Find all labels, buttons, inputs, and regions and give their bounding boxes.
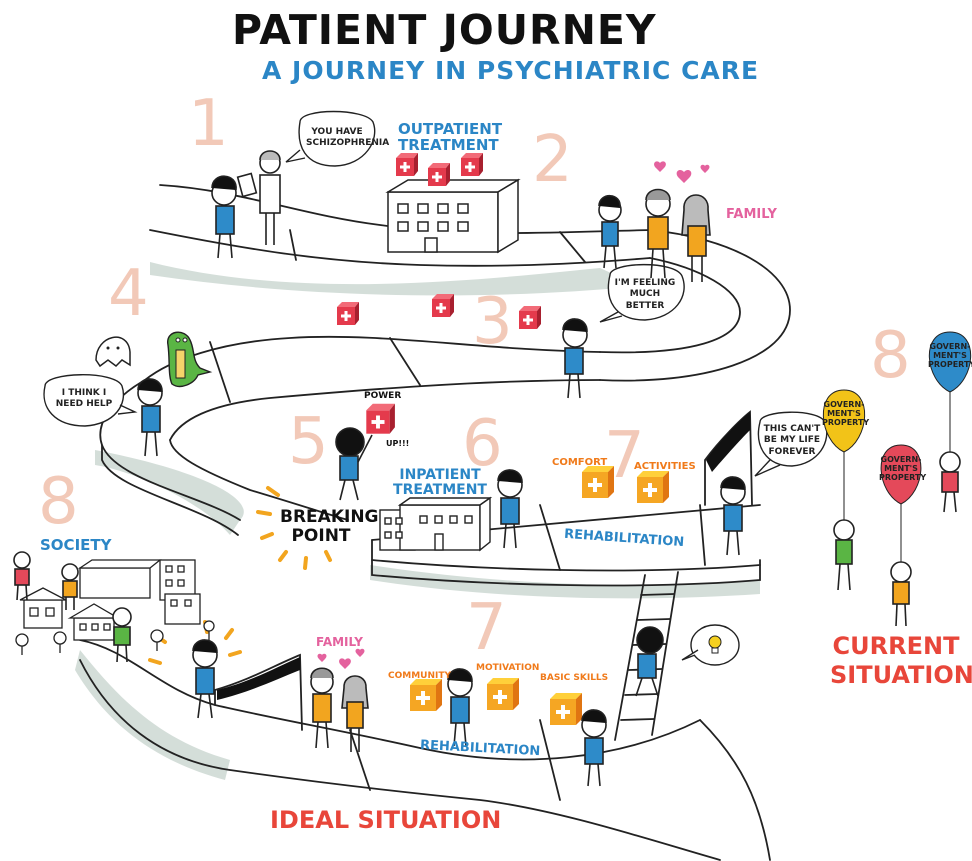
red-medkit-box — [432, 294, 454, 317]
heart-icon — [317, 161, 710, 669]
person-patient — [211, 175, 237, 259]
power-up-label: POWER — [364, 391, 402, 401]
step-number-7: 7 — [466, 591, 507, 665]
current-situation-label: CURRENT SITUATION — [830, 632, 972, 689]
breaking-point-label: BREAKING POINT — [280, 507, 379, 546]
person-villager — [112, 607, 132, 663]
person-patient-family — [598, 194, 622, 269]
person-patient — [497, 469, 523, 549]
family-label-bottom: FAMILY — [316, 635, 363, 649]
motivation-box — [487, 678, 519, 710]
step-number-2: 2 — [532, 123, 573, 197]
balloon-yellow-text: GOVERN-MENT'S PROPERTY — [822, 400, 870, 428]
bubble-help-text: I THINK I NEED HELP — [55, 388, 113, 410]
breaking-point-rays — [256, 486, 332, 570]
people — [13, 150, 961, 787]
balloons — [822, 331, 972, 565]
dinosaur-monster-icon — [167, 331, 213, 388]
basic-skills-box — [550, 693, 582, 725]
red-medkit-box — [519, 306, 541, 329]
balloon-blue-text: GOVERN-MENT'S PROPERTY — [928, 342, 972, 370]
person-father — [310, 667, 334, 749]
person-patient — [137, 378, 163, 457]
person-with-balloon — [833, 519, 855, 591]
person-climbing — [635, 626, 664, 697]
person-villager — [13, 551, 31, 601]
outpatient-label: OUTPATIENT TREATMENT — [398, 120, 503, 154]
person-mother — [681, 194, 711, 282]
community-label: COMMUNITY — [388, 671, 452, 681]
power-up-label-2: UP!!! — [386, 439, 410, 448]
community-box — [410, 679, 442, 711]
red-medkit-box — [461, 153, 483, 176]
page-title: PATIENT JOURNEY — [232, 6, 657, 54]
person-patient — [720, 476, 746, 556]
comfort-label: COMFORT — [552, 457, 608, 468]
step-number-7: 7 — [604, 419, 645, 493]
red-medkit-box — [337, 302, 359, 325]
red-medkit-box — [396, 153, 418, 176]
person-patient — [335, 427, 373, 501]
lightbulb-thought-bubble — [681, 624, 740, 666]
speech-bubble-forever — [754, 411, 828, 477]
page-subtitle: A JOURNEY IN PSYCHIATRIC CARE — [262, 56, 760, 85]
step-number-8: 8 — [38, 465, 79, 539]
ideal-situation-label: IDEAL SITUATION — [270, 806, 502, 834]
person-patient — [581, 709, 607, 787]
family-label: FAMILY — [726, 207, 777, 222]
activities-label: ACTIVITIES — [634, 461, 696, 472]
wall-dark-top — [706, 412, 750, 472]
motivation-label: MOTIVATION — [476, 663, 540, 673]
bubble-forever-text: THIS CAN'T BE MY LIFE FOREVER — [763, 424, 821, 457]
red-medkit-box — [428, 163, 450, 186]
step-number-6: 6 — [462, 407, 503, 481]
person-with-balloon — [890, 561, 912, 627]
person-patient — [562, 318, 588, 399]
person-father — [645, 188, 671, 279]
step-number-8: 8 — [870, 319, 911, 393]
step-number-4: 4 — [108, 257, 149, 331]
speech-bubble-diagnosis — [285, 110, 376, 167]
person-mother — [341, 675, 369, 752]
person-patient — [447, 668, 473, 747]
wall-dark — [217, 657, 300, 700]
bubble-feeling-text: I'M FEELING MUCH BETTER — [614, 278, 676, 311]
ghost-icon — [95, 336, 131, 368]
power-up-box — [366, 403, 395, 434]
step-number-3: 3 — [472, 285, 513, 359]
person-villager — [61, 563, 79, 610]
inpatient-label: INPATIENT TREATMENT — [393, 467, 487, 498]
person-with-balloon — [939, 451, 961, 513]
road-shadow — [75, 262, 760, 780]
bubble-diagnosis-text: YOU HAVE SCHIZOPHRENIA — [306, 127, 390, 149]
inpatient-building — [379, 496, 493, 552]
basic-skills-label: BASIC SKILLS — [540, 673, 609, 683]
balloon-red-text: GOVERN-MENT'S PROPERTY — [879, 455, 927, 483]
step-number-5: 5 — [288, 405, 329, 479]
person-patient-happy — [192, 639, 218, 719]
society-label: SOCIETY — [40, 536, 112, 554]
outpatient-building — [385, 178, 521, 254]
person-doctor — [236, 150, 281, 245]
speech-bubble-help — [43, 374, 138, 427]
speech-bubble-feeling — [599, 263, 685, 323]
step-number-1: 1 — [188, 87, 229, 161]
